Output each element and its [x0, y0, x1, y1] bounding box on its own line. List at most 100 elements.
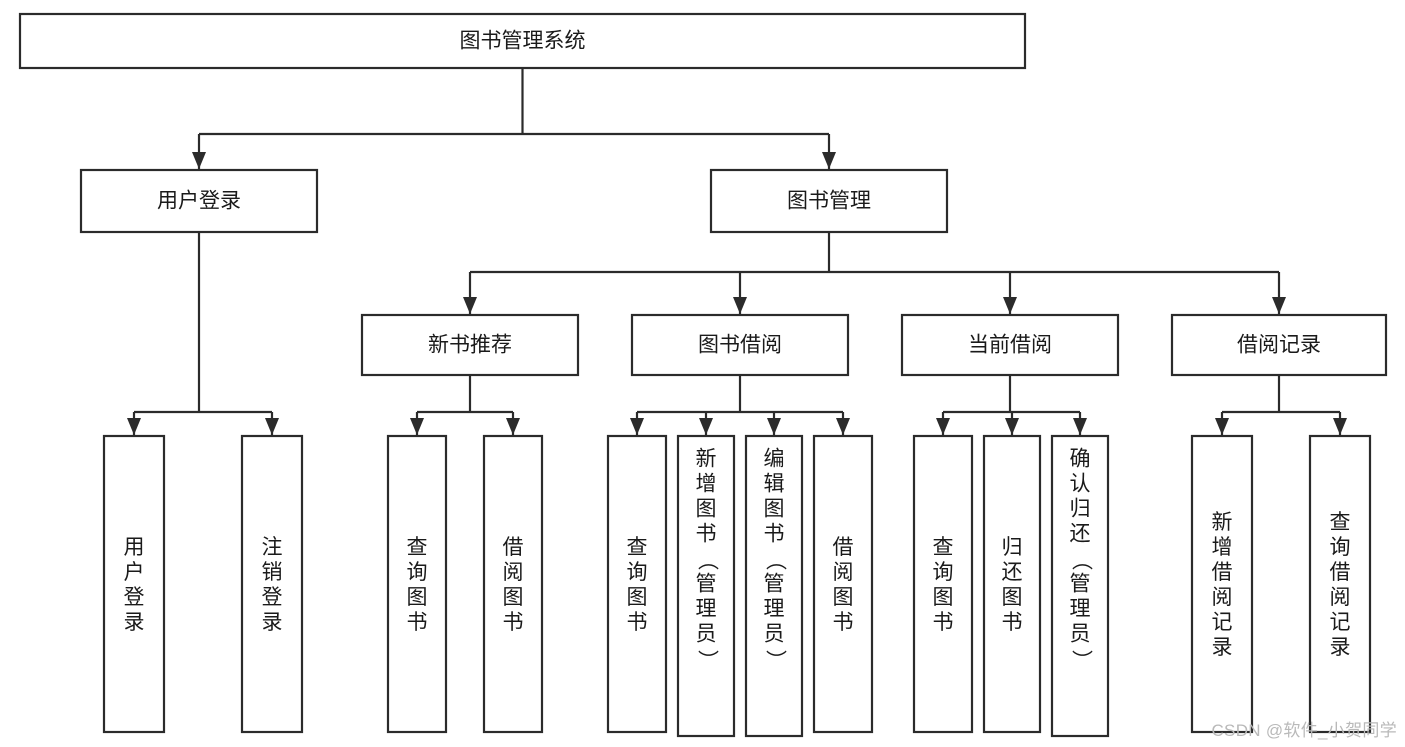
edges-layer — [127, 68, 1347, 435]
leaf-node-rect[interactable] — [102, 434, 166, 734]
leaf-node-rect[interactable] — [386, 434, 448, 734]
leaf-node[interactable]: 用户登录 — [102, 434, 166, 734]
leaf-node-label-char: 员 — [696, 623, 717, 646]
leaf-node-label-char: 销 — [262, 561, 283, 584]
leaf-node-label-char: （ — [695, 550, 718, 571]
leaf-node-label-char: 图 — [1002, 586, 1023, 609]
leaf-node-label-char: 书 — [833, 611, 854, 634]
arrow-head-icon — [767, 418, 781, 435]
level2-node-rect[interactable] — [79, 168, 319, 234]
leaf-node-label-char: 询 — [1330, 536, 1351, 559]
leaf-node-rect[interactable] — [676, 434, 736, 738]
leaf-node-label-char: 图 — [764, 498, 785, 521]
leaf-node-rect[interactable] — [912, 434, 974, 734]
level2-node[interactable]: 图书管理 — [709, 168, 949, 234]
leaf-node-label-char: ） — [763, 650, 786, 671]
level3-node-label: 图书借阅 — [698, 334, 782, 357]
leaf-node-rect[interactable] — [606, 434, 668, 734]
leaf-node-label-char: 还 — [1002, 561, 1023, 584]
leaf-node-label-char: （ — [763, 550, 786, 571]
level3-node-rect[interactable] — [360, 313, 580, 377]
leaf-node-label-char: 借 — [1212, 561, 1233, 584]
leaf-node-label-char: 户 — [124, 561, 145, 584]
arrow-head-icon — [1215, 418, 1229, 435]
leaf-node-label-char: 员 — [1070, 623, 1091, 646]
arrow-head-icon — [733, 297, 747, 314]
root-node[interactable]: 图书管理系统 — [18, 12, 1027, 70]
leaf-node-rect[interactable] — [1308, 434, 1372, 734]
arrow-head-icon — [506, 418, 520, 435]
leaf-node-label-char: 新 — [1212, 511, 1233, 534]
leaf-node-label-char: 询 — [933, 561, 954, 584]
arrow-head-icon — [410, 418, 424, 435]
leaf-node-label-char: 员 — [764, 623, 785, 646]
level3-node-rect[interactable] — [1170, 313, 1388, 377]
leaf-node-rect[interactable] — [812, 434, 874, 734]
leaf-node-label-char: 查 — [627, 536, 648, 559]
leaf-node-label-char: 归 — [1002, 536, 1023, 559]
leaf-node-label-char: 借 — [833, 536, 854, 559]
level2-node-rect[interactable] — [709, 168, 949, 234]
level3-node-label: 当前借阅 — [968, 334, 1052, 357]
leaf-node-label-char: 辑 — [764, 473, 785, 496]
leaf-node-label-char: 确 — [1070, 448, 1091, 471]
arrow-head-icon — [822, 152, 836, 169]
level3-node-rect[interactable] — [630, 313, 850, 377]
root-node-label: 图书管理系统 — [460, 30, 586, 53]
leaf-node-label-char: 书 — [696, 523, 717, 546]
level2-node-label: 图书管理 — [787, 190, 871, 213]
leaf-node-label-char: 新 — [696, 448, 717, 471]
leaf-node-rect[interactable] — [744, 434, 804, 738]
leaf-node-label-char: 管 — [764, 573, 785, 596]
nodes-layer: 图书管理系统用户登录图书管理新书推荐图书借阅当前借阅借阅记录用户登录注销登录查询… — [18, 12, 1388, 738]
arrow-head-icon — [936, 418, 950, 435]
level3-node-rect[interactable] — [900, 313, 1120, 377]
leaf-node-rect[interactable] — [1190, 434, 1254, 734]
level3-node[interactable]: 图书借阅 — [630, 313, 850, 377]
leaf-node-label-char: 录 — [262, 611, 283, 634]
leaf-node-label-char: 用 — [124, 536, 145, 559]
leaf-node-rect[interactable] — [982, 434, 1042, 734]
level2-node-label: 用户登录 — [157, 190, 241, 213]
arrow-head-icon — [699, 418, 713, 435]
watermark-label: CSDN @软件_小贺同学 — [1211, 721, 1397, 740]
leaf-node-label-char: 录 — [1330, 636, 1351, 659]
leaf-node-label-char: 图 — [503, 586, 524, 609]
root-node-rect[interactable] — [18, 12, 1027, 70]
leaf-node-label-char: 阅 — [1330, 586, 1351, 609]
leaf-node-label-char: 理 — [764, 598, 785, 621]
leaf-node-label-char: 阅 — [833, 561, 854, 584]
level2-node[interactable]: 用户登录 — [79, 168, 319, 234]
arrow-head-icon — [192, 152, 206, 169]
leaf-node-label-char: 查 — [407, 536, 428, 559]
level3-node[interactable]: 借阅记录 — [1170, 313, 1388, 377]
leaf-node-label-char: 管 — [1070, 573, 1091, 596]
leaf-node-rect[interactable] — [1050, 434, 1110, 738]
leaf-node-label-char: 管 — [696, 573, 717, 596]
level3-node[interactable]: 新书推荐 — [360, 313, 580, 377]
arrow-head-icon — [836, 418, 850, 435]
level3-node[interactable]: 当前借阅 — [900, 313, 1120, 377]
leaf-node-label-char: 编 — [764, 448, 785, 471]
leaf-node-rect[interactable] — [240, 434, 304, 734]
leaf-node-label-char: 查 — [1330, 511, 1351, 534]
leaf-node-label-char: 书 — [933, 611, 954, 634]
arrow-head-icon — [1333, 418, 1347, 435]
leaf-node-rect[interactable] — [482, 434, 544, 734]
leaf-node-label-char: 图 — [696, 498, 717, 521]
leaf-node-label-char: 书 — [627, 611, 648, 634]
leaf-node-label-char: ） — [1069, 650, 1092, 671]
